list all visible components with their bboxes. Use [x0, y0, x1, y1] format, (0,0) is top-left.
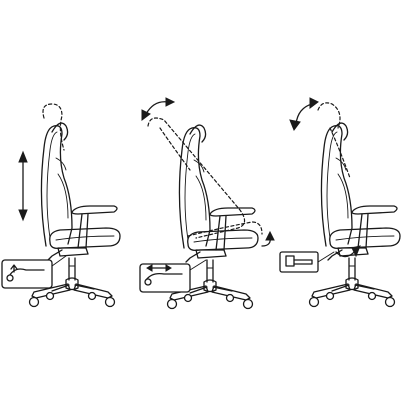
- panel-height-adjustment: [1, 103, 121, 308]
- panel-recline-adjustment: [139, 97, 275, 310]
- chair-side-view: [308, 122, 401, 308]
- vertical-double-arrow-icon: [18, 150, 28, 222]
- lever-horizontal-arrows-icon: [139, 259, 207, 293]
- panel-tilt-lock-adjustment: [279, 97, 401, 308]
- rotation-arrow-icon: [335, 245, 361, 258]
- curved-double-arrow-icon: [289, 97, 319, 132]
- rotation-arrow-icon: [261, 230, 275, 247]
- lever-lift-icon: [1, 255, 67, 289]
- curved-double-arrow-icon: [141, 97, 176, 121]
- lever-lock-icon: [279, 251, 335, 273]
